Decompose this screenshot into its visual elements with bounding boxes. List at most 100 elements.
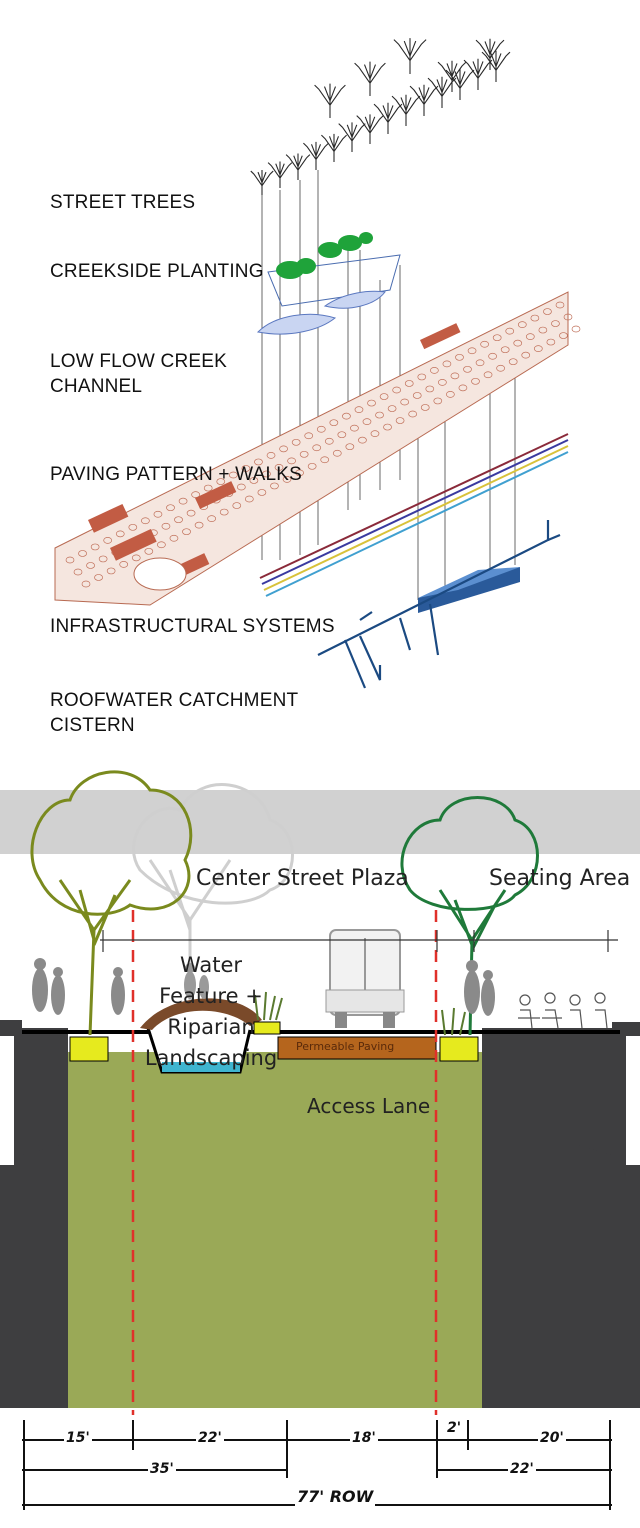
paving-hex [345,443,355,451]
paving-hex [228,471,238,479]
section-divider-band [0,790,640,854]
paving-hex [141,517,150,525]
paving-hex [236,483,246,491]
label-paving-pattern: PAVING PATTERN + WALKS [50,464,302,485]
paving-hex [505,327,515,335]
street-tree-icon [285,153,311,180]
paving-hex [400,398,410,406]
street-tree-icon [391,94,421,126]
paving-hex [332,449,342,457]
paving-hex [244,495,254,503]
paving-hex [433,397,443,405]
paving-hex [178,497,188,505]
paving-hex [81,580,91,588]
dim-22ft-right: 22' [508,1461,536,1477]
building-ledges [0,1036,640,1165]
paving-hex [508,358,518,366]
paving-hex [153,510,163,518]
paving-hex [370,430,380,437]
paving-hex [287,457,296,465]
callout-water-feature: Water Feature + Riparian Landscaping [144,953,278,1070]
paving-hex [161,522,171,530]
paving-hex [475,359,485,367]
paving-hex [174,516,183,524]
callout-permeable-paving: Permeable Paving [296,1040,395,1053]
street-tree-icon [303,141,329,170]
dim-22ft: 22' [196,1430,224,1446]
infrastructure-layer [259,433,569,597]
paving-hex [455,353,464,361]
paving-hex [119,561,129,568]
paving-hex [98,555,108,563]
paving-hex [483,371,493,379]
paving-layer [54,291,581,606]
paving-hex [404,380,414,387]
paving-hex [191,491,200,498]
bridge [140,998,262,1030]
paving-hex [262,470,271,478]
callout-access-lane: Access Lane [307,1094,431,1118]
zone-label-center-plaza: Center Street Plaza [196,866,409,891]
paving-hex [295,469,304,477]
paving-hex [254,458,263,466]
dim-18ft: 18' [350,1430,378,1446]
paving-hex [551,320,560,327]
paving-hex [496,364,505,372]
zone-dimension-line [100,930,618,952]
paving-hex [182,528,191,536]
paving-hex [354,406,364,413]
paving-hex [471,377,480,385]
paving-hex [430,367,439,374]
paving-hex [86,562,95,569]
dim-35ft: 35' [148,1461,176,1477]
paving-hex [316,425,326,433]
zone-lines [131,910,438,1415]
paving-hex [408,410,418,418]
ground-soil [68,1052,482,1408]
paving-hex [488,352,497,360]
label-creekside-planting: CREEKSIDE PLANTING [50,261,264,282]
planter-left [69,1036,109,1062]
paving-hex [207,515,216,522]
paving-hex [115,530,125,538]
paving-hex [446,391,455,398]
paving-hex [337,431,347,439]
paving-hex [571,325,581,333]
paving-hex [500,346,510,354]
paving-hex [517,321,527,328]
paving-hex [216,478,226,485]
paving-hex [367,399,376,407]
paving-hex [521,351,531,359]
tree-olive [30,770,193,1036]
paving-hex [103,537,113,544]
paving-hex [241,465,251,472]
paving-hex [350,424,359,432]
paving-hex [342,412,351,420]
dim-15ft: 15' [64,1430,92,1446]
street-tree-icon [250,170,274,195]
paving-hex [186,509,196,517]
paving-hex [266,452,276,459]
paving-hex [106,567,116,575]
paving-hex [463,365,472,373]
paving-hex [480,340,489,348]
paving-hex [131,554,141,562]
paving-hex [128,523,138,531]
paving-hex [375,411,384,419]
paving-hex [304,432,314,440]
paving-hex [467,347,477,355]
projection-lines [261,170,516,600]
street-tree-icon [445,68,475,100]
paving-hex [358,436,367,444]
paving-hex [438,379,447,386]
street-tree-icon [267,161,293,188]
paving-hex [329,419,339,427]
paving-hex [299,450,309,458]
creek-channel-layer [256,290,386,335]
dim-77ft-row: 77' ROW [295,1487,376,1506]
street-tree-icon [338,122,366,152]
paving-hex [513,339,523,347]
